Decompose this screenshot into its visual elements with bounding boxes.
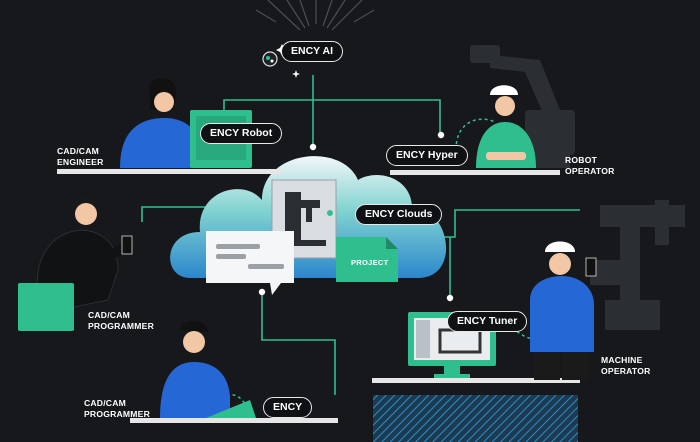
- machine-arm-silhouette: [590, 200, 685, 330]
- line-ency-cloud: [261, 292, 336, 395]
- sparkle-icon: [292, 70, 300, 78]
- hatch-floor: [373, 395, 578, 442]
- ency-tuner-label: ENCY Tuner: [447, 311, 528, 332]
- ai-brain-icon: [262, 51, 278, 67]
- ency-label: ENCY: [263, 397, 313, 418]
- person-cad-cam-programmer-bottom: [160, 321, 256, 418]
- robot-arm-silhouette: [470, 45, 575, 168]
- project-document-icon: [336, 237, 398, 282]
- ency-robot-label: ENCY Robot: [200, 123, 283, 144]
- role-cad-cam-engineer: CAD/CAM ENGINEER: [57, 146, 104, 167]
- line-machine-cloud: [420, 209, 580, 238]
- ency-hyper-label: ENCY Hyper: [386, 145, 468, 166]
- ency-ai-label: ENCY AI: [281, 41, 344, 62]
- top-rays: [255, 0, 375, 31]
- cnc-machine-icon: [271, 179, 337, 259]
- project-label: PROJECT: [351, 258, 389, 267]
- ency-clouds-label: ENCY Clouds: [355, 204, 443, 225]
- chat-bubble-icon: [206, 231, 294, 295]
- role-cad-cam-programmer-bottom: CAD/CAM PROGRAMMER: [84, 398, 150, 419]
- person-cad-cam-programmer-left: [18, 197, 133, 331]
- role-robot-operator: ROBOT OPERATOR: [565, 155, 615, 176]
- role-machine-operator: MACHINE OPERATOR: [601, 355, 651, 376]
- desk-lines: [57, 169, 580, 423]
- person-robot-operator: [476, 85, 536, 168]
- person-machine-operator: [530, 241, 597, 380]
- role-cad-cam-programmer-left: CAD/CAM PROGRAMMER: [88, 310, 154, 331]
- line-programmer-cloud: [141, 206, 218, 222]
- line-hyper-cloud: [313, 99, 441, 135]
